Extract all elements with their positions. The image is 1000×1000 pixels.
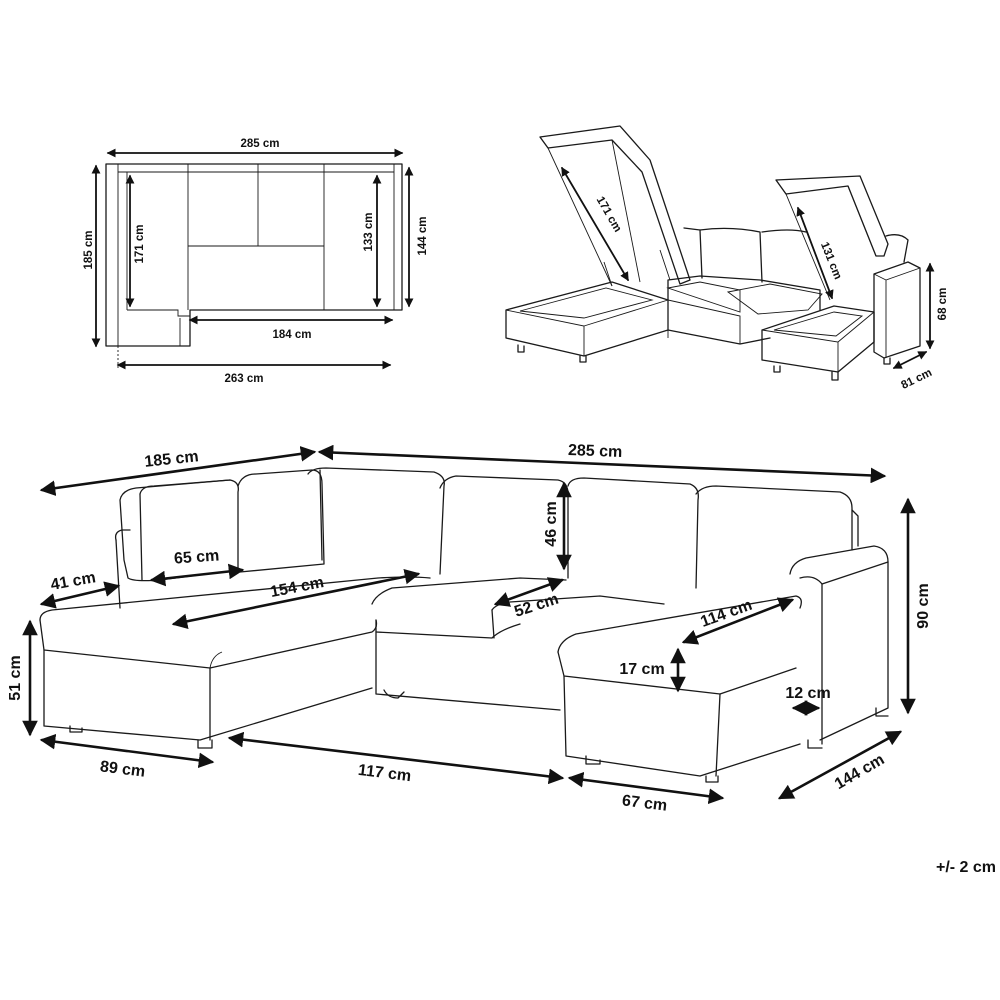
top-view-dimensions [91, 148, 414, 370]
chaise-length-left-label: 154 cm [269, 574, 326, 601]
seat-height-label: 51 cm [7, 655, 24, 700]
chaise-width-left-label: 89 cm [99, 758, 146, 780]
top-seat-width-label: 263 cm [224, 373, 263, 385]
storage-view [505, 125, 921, 381]
armrest-height-label: 68 cm [937, 288, 949, 321]
back-height-label: 46 cm [543, 501, 560, 546]
top-seat-depth-left-label: 171 cm [134, 224, 146, 263]
chaise-width-right-label: 67 cm [621, 792, 668, 814]
cushion-width-label: 65 cm [173, 547, 219, 567]
main-right-depth-label: 144 cm [832, 751, 887, 793]
top-width-label: 285 cm [240, 138, 279, 150]
main-dimensions [22, 444, 916, 805]
main-sofa-view [39, 467, 889, 783]
tolerance-label: +/- 2 cm [936, 859, 996, 876]
top-depth-right-label: 144 cm [417, 216, 429, 255]
top-view-plan [105, 163, 403, 347]
armrest-depth-label: 81 cm [899, 367, 934, 392]
top-seat-depth-right-label: 133 cm [363, 212, 375, 251]
main-total-width-label: 285 cm [568, 442, 623, 461]
middle-width-label: 117 cm [357, 762, 412, 785]
total-height-label: 90 cm [915, 583, 932, 628]
storage-dimensions [561, 166, 935, 369]
cushion-thickness-label: 17 cm [619, 661, 664, 678]
storage-right-label: 131 cm [818, 241, 844, 282]
arm-width-right-label: 12 cm [785, 685, 830, 702]
arm-width-left-label: 41 cm [49, 569, 97, 594]
top-depth-left-label: 185 cm [83, 230, 95, 269]
main-left-depth-label: 185 cm [144, 448, 200, 471]
top-inner-width-label: 184 cm [272, 329, 311, 341]
